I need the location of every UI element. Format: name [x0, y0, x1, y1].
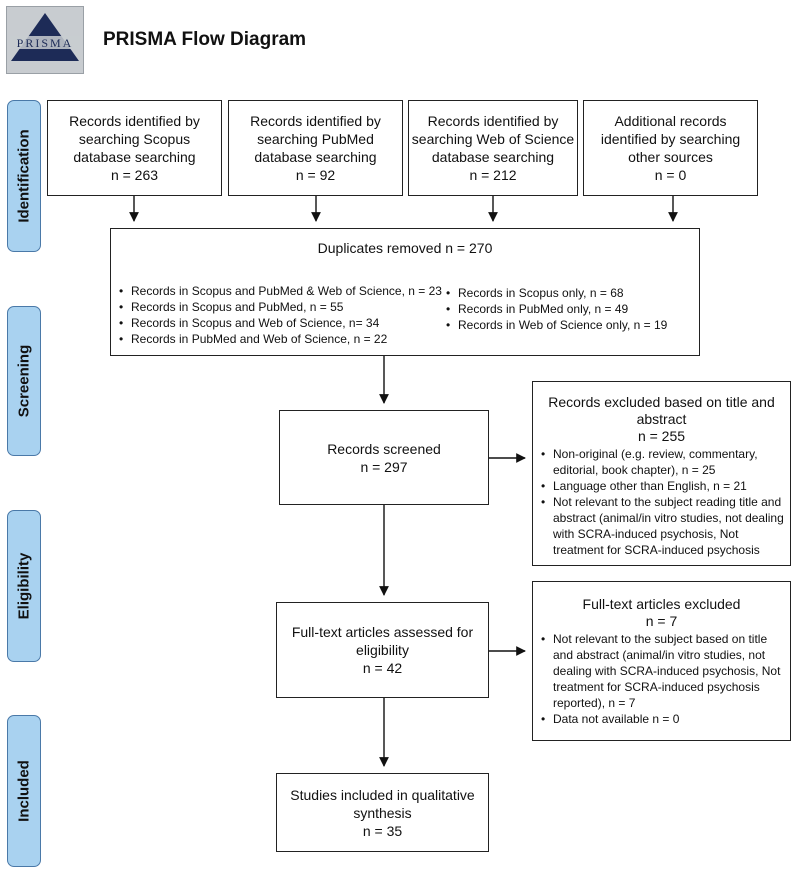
list-item: Records in Web of Science only, n = 19 [444, 317, 694, 333]
stage-included: Included [7, 715, 41, 867]
list-item: Language other than English, n = 21 [539, 478, 784, 494]
list-item: Records in Scopus and Web of Science, n=… [117, 315, 452, 331]
list-item: Not relevant to the subject based on tit… [539, 631, 784, 711]
list-item: Not relevant to the subject reading titl… [539, 494, 784, 558]
list-item: Non-original (e.g. review, commentary, e… [539, 446, 784, 478]
page-title: PRISMA Flow Diagram [103, 29, 307, 50]
list-item: Records in Scopus and PubMed & Web of Sc… [117, 283, 452, 299]
box-duplicates-removed: Duplicates removed n = 270 Records in Sc… [110, 228, 700, 356]
prisma-logo: PRISMA [6, 6, 84, 74]
stage-eligibility: Eligibility [7, 510, 41, 662]
list-item: Records in Scopus only, n = 68 [444, 285, 694, 301]
box-records-excluded: Records excluded based on title and abst… [532, 381, 791, 566]
logo-text: PRISMA [17, 36, 74, 50]
duplicates-right-list: Records in Scopus only, n = 68 Records i… [444, 285, 694, 333]
stage-screening: Screening [7, 306, 41, 456]
list-item: Records in PubMed and Web of Science, n … [117, 331, 452, 347]
box-full-text-excluded: Full-text articles excluded n = 7 Not re… [532, 581, 791, 741]
list-item: Records in PubMed only, n = 49 [444, 301, 694, 317]
list-item: Records in Scopus and PubMed, n = 55 [117, 299, 452, 315]
duplicates-title: Duplicates removed n = 270 [317, 240, 493, 256]
list-item: Data not available n = 0 [539, 711, 784, 727]
stage-identification: Identification [7, 100, 41, 252]
duplicates-left-list: Records in Scopus and PubMed & Web of Sc… [117, 283, 452, 347]
